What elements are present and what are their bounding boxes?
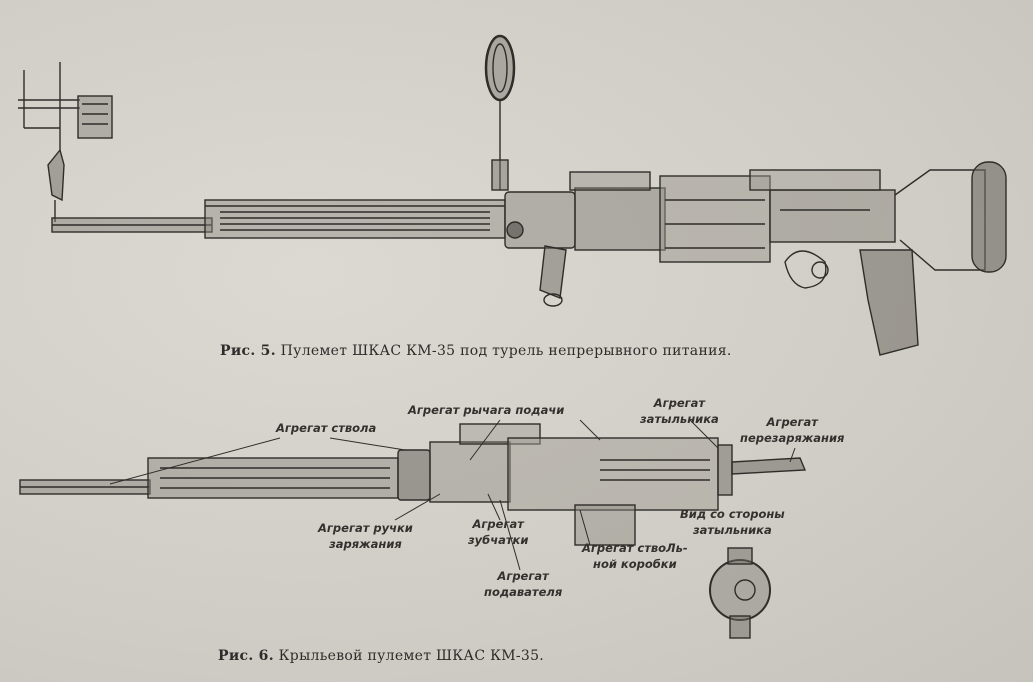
label-buttstock-line1: Агрегат [653, 396, 706, 410]
label-reload-line1: Агрегат [766, 415, 818, 429]
figure6-number: Рис. 6. [218, 648, 274, 664]
figure6-machine-gun [19, 423, 807, 639]
figure5-number: Рис. 5. [220, 343, 276, 359]
label-charging-handle-line2: заряжания [329, 537, 402, 551]
figure5-caption-text: Пулемет ШКАС КМ-35 под турель непрерывно… [280, 343, 732, 359]
label-barrel: Агрегат ствола [276, 421, 377, 435]
label-charging-handle-line1: Агрегат ручки [318, 521, 413, 535]
figure5-machine-gun [18, 34, 1007, 356]
label-rear-view-line1: Вид со стороны [680, 507, 785, 521]
label-rear-view: Вид со стороны затыльника [680, 506, 785, 538]
label-gear-line1: Агрегат [472, 517, 524, 531]
label-buttstock-line2: затыльника [640, 412, 719, 426]
label-reload: Агрегат перезаряжания [740, 414, 844, 446]
label-reload-line2: перезаряжания [740, 431, 845, 445]
label-buttstock: Агрегат затыльника [640, 395, 719, 427]
leader-lines [109, 419, 796, 571]
figure5-caption: Рис. 5. Пулемет ШКАС КМ-35 под турель не… [220, 343, 732, 359]
figure6-caption-text: Крыльевой пулемет ШКАС КМ-35. [278, 648, 545, 664]
label-feeder: Агрегат подавателя [484, 568, 562, 600]
label-feeder-line1: Агрегат [497, 569, 549, 583]
label-receiver: Агрегат ствоЛь- ной коробки [582, 540, 688, 572]
label-gear-line2: зубчатки [468, 533, 529, 547]
label-feeder-line2: подавателя [484, 585, 563, 599]
label-charging-handle: Агрегат ручки заряжания [318, 520, 413, 552]
label-receiver-line1: Агрегат ствоЛь- [582, 541, 688, 555]
figure6-caption: Рис. 6. Крыльевой пулемет ШКАС КМ-35. [218, 648, 544, 664]
label-receiver-line2: ной коробки [593, 557, 677, 571]
label-rear-view-line2: затыльника [692, 523, 772, 537]
label-feed-lever: Агрегат рычага подачи [408, 403, 565, 417]
label-gear: Агрегат зубчатки [468, 516, 528, 548]
